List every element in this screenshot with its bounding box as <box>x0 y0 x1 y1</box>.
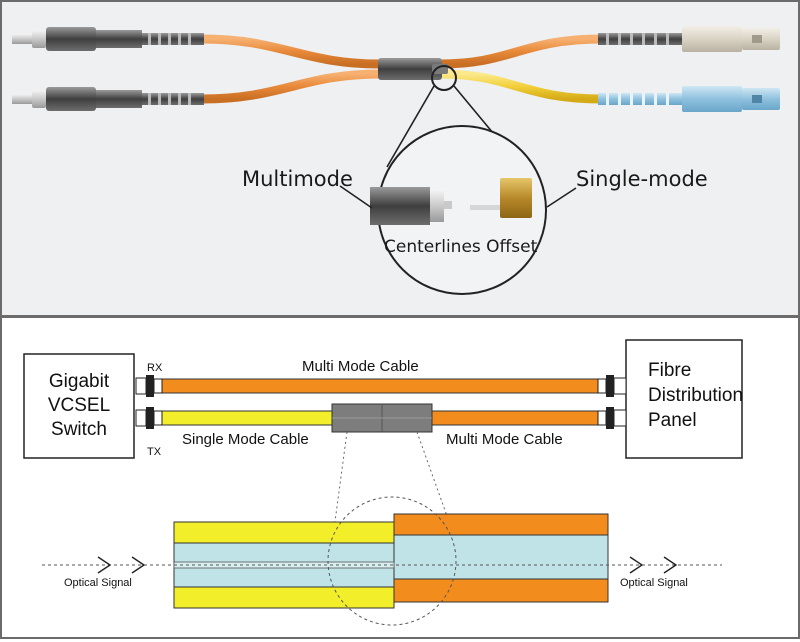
schematic-diagram: Gigabit VCSEL Switch Fibre Distribution … <box>23 339 743 626</box>
offset-magnify-circle <box>327 496 457 626</box>
signal-arrow-left-1 <box>97 556 112 574</box>
multimode-label: Multimode <box>242 167 353 191</box>
signal-arrow-right-1 <box>629 556 644 574</box>
optical-signal-label-right: Optical Signal <box>620 577 688 589</box>
zoom-line-left <box>331 431 348 545</box>
signal-arrow-left-2 <box>131 556 146 574</box>
top-cable-label: Multi Mode Cable <box>302 358 419 375</box>
fibre-distribution-panel-box <box>625 339 743 459</box>
optical-signal-label-left: Optical Signal <box>64 577 132 589</box>
sc-connector-bottom-blue <box>598 86 780 112</box>
single-mode-cable <box>161 410 333 426</box>
bottom-multimode-cable <box>431 410 599 426</box>
tx-port-label: TX <box>147 446 162 458</box>
panel-label-line1: Fibre <box>648 360 691 381</box>
sc-connector-top-beige <box>598 26 780 52</box>
schematic-panel: Gigabit VCSEL Switch Fibre Distribution … <box>2 318 798 637</box>
singlemode-label: Single-mode <box>576 167 708 191</box>
panel-divider <box>0 315 800 318</box>
panel-connectors <box>597 375 627 429</box>
single-mode-cable-label: Single Mode Cable <box>182 431 309 448</box>
patch-cord-illustration: Multimode Single-mode Centerlines Offset <box>12 26 780 295</box>
switch-label-line3: Switch <box>51 419 107 440</box>
right-cables <box>439 34 603 104</box>
rx-port-label: RX <box>147 362 163 374</box>
patch-cord-photo-panel: Multimode Single-mode Centerlines Offset <box>2 2 798 315</box>
multi-mode-cable-label: Multi Mode Cable <box>446 431 563 448</box>
switch-label-line1: Gigabit <box>49 371 110 392</box>
singlemode-leader-line <box>546 187 577 208</box>
magnified-offset-view <box>173 496 609 626</box>
panel-label-line3: Panel <box>648 410 697 431</box>
st-connector-bottom <box>12 87 204 111</box>
switch-label-line2: VCSEL <box>48 395 110 416</box>
centerlines-offset-label: Centerlines Offset <box>384 237 538 257</box>
signal-arrow-right-2 <box>663 556 678 574</box>
multimode-leader-line <box>339 185 373 209</box>
magnifier-callout <box>370 65 547 295</box>
st-connector-top <box>12 27 204 51</box>
left-multimode-cables <box>201 34 381 104</box>
multimode-core-region <box>393 534 609 580</box>
panel-label-line2: Distribution <box>648 385 743 406</box>
gigabit-vcsel-switch-box <box>23 353 135 459</box>
top-multimode-cable <box>161 378 599 394</box>
switch-connectors <box>135 375 163 429</box>
